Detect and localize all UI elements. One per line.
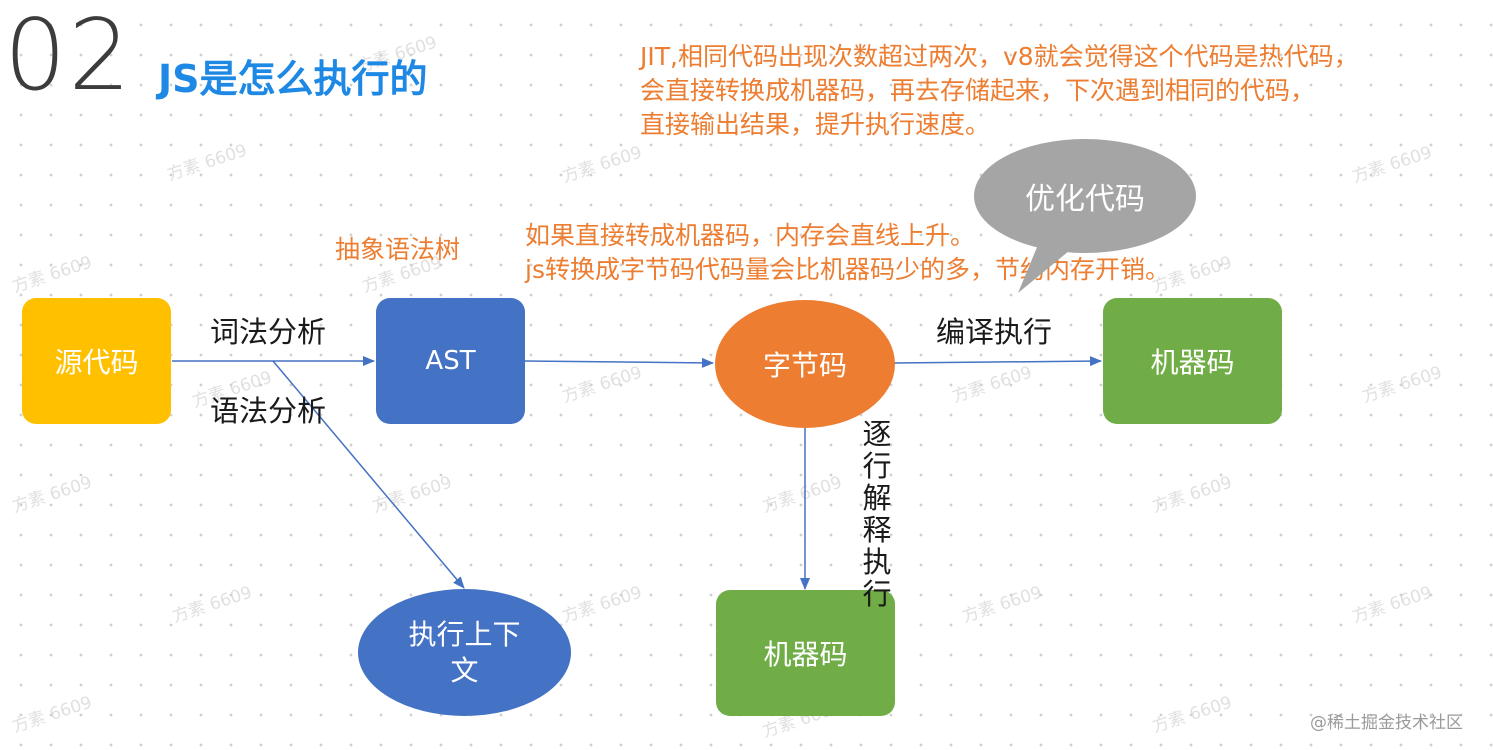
machine-code-node: 机器码 (1103, 298, 1282, 424)
speech-bubble-tail (1018, 240, 1075, 293)
ast-caption: 抽象语法树 (335, 235, 461, 264)
interpret-execute-label: 逐行解释执行 (862, 417, 892, 611)
memory-note-line: js转换成字节码代码量会比机器码少的多，节约内存开销。 (525, 255, 1170, 284)
jit-note-line: 会直接转换成机器码，再去存储起来，下次遇到相同的代码， (640, 76, 1316, 105)
syntax-analysis-label: 语法分析 (210, 394, 327, 428)
arrow-ast-to-bytecode (524, 357, 714, 368)
section-number: 02 (4, 0, 133, 113)
ast-node: AST (376, 298, 525, 424)
lexical-analysis-label: 词法分析 (210, 315, 327, 349)
machine-code-node-bottom: 机器码 (716, 590, 895, 716)
jit-note-line: 直接输出结果，提升执行速度。 (640, 110, 991, 139)
memory-note-line: 如果直接转成机器码，内存会直线上升。 (525, 221, 976, 250)
jit-note: JIT,相同代码出现次数超过两次，v8就会觉得这个代码是热代码， 会直接转换成机… (640, 40, 1359, 142)
compile-execute-label: 编译执行 (936, 315, 1053, 349)
source-credit: @稀土掘金技术社区 (1310, 713, 1463, 733)
bytecode-node: 字节码 (715, 300, 895, 428)
source-code-node: 源代码 (22, 298, 171, 424)
page-title: JS是怎么执行的 (158, 57, 428, 101)
execution-context-node: 执行上下文 (358, 589, 571, 716)
jit-note-line: JIT,相同代码出现次数超过两次，v8就会觉得这个代码是热代码， (640, 42, 1359, 71)
speech-bubble (974, 139, 1196, 253)
memory-note: 如果直接转成机器码，内存会直线上升。 js转换成字节码代码量会比机器码少的多，节… (525, 219, 1170, 287)
arrow-bytecode-to-machine (893, 356, 1102, 367)
arrow-to-exec-context (272, 360, 465, 589)
optimize-code-label: 优化代码 (1025, 182, 1145, 217)
